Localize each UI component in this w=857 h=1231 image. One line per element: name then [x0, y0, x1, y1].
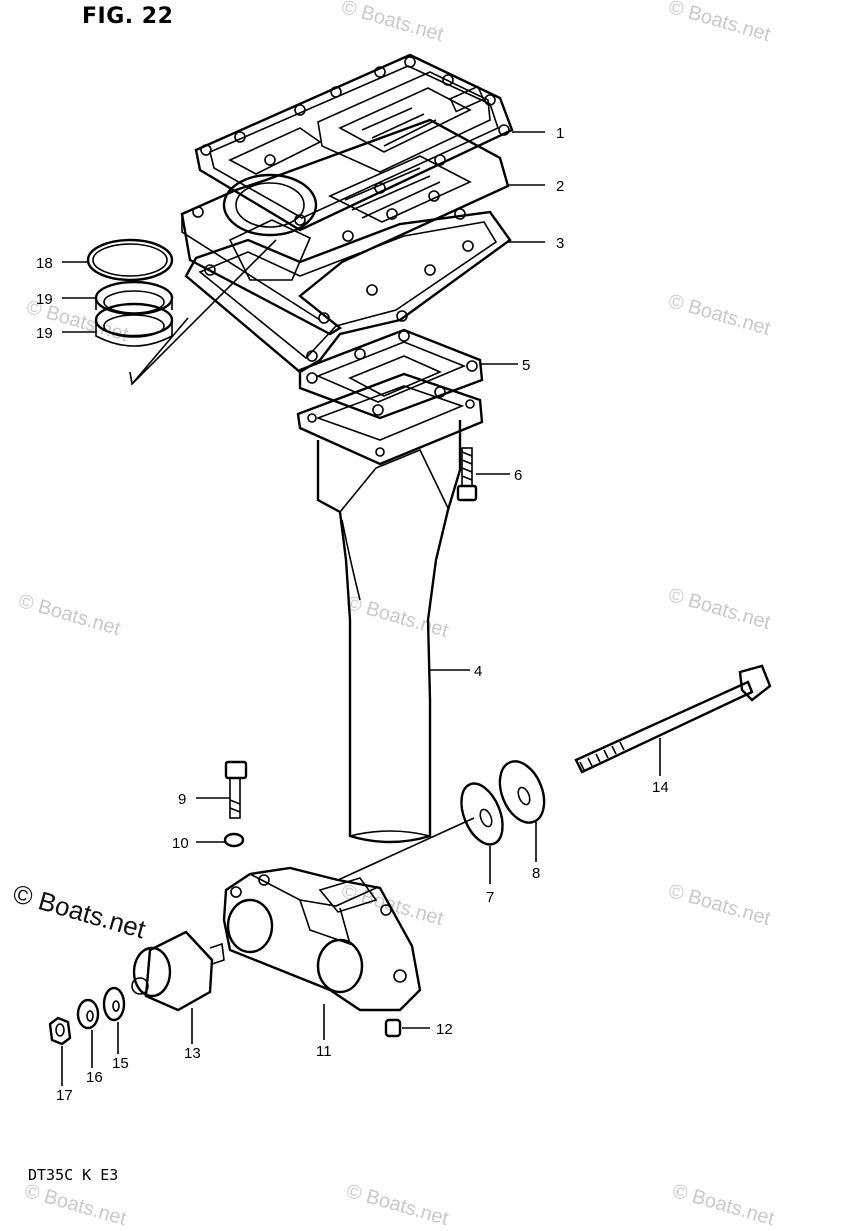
callout-19a: 19 [36, 291, 53, 308]
callout-8: 8 [532, 865, 540, 882]
callout-1: 1 [556, 125, 564, 142]
parts-diagram-page: © Boats.net © Boats.net © Boats.net © Bo… [10, 0, 777, 1230]
callout-11: 11 [316, 1043, 332, 1060]
callout-10: 10 [172, 835, 189, 852]
part-18-o-ring [86, 238, 174, 282]
callout-7: 7 [486, 889, 494, 906]
part-1-gasket [194, 53, 514, 232]
part-13-rubber-mount [131, 930, 225, 1012]
callout-18: 18 [36, 255, 53, 272]
callout-2: 2 [556, 178, 564, 195]
part-10-washer [223, 832, 245, 848]
seal-location-leader [129, 239, 277, 386]
callout-15: 15 [112, 1055, 129, 1072]
exploded-view-drawing: 1 2 3 4 5 6 7 8 9 10 11 12 13 14 15 16 1… [36, 53, 772, 1104]
part-17-nut [48, 1016, 72, 1046]
callout-12: 12 [436, 1021, 453, 1038]
part-7-washer [460, 782, 504, 846]
part-2-plate [180, 118, 510, 336]
callout-13: 13 [184, 1045, 201, 1062]
callout-5: 5 [522, 357, 530, 374]
part-3-gasket [184, 210, 512, 374]
part-14-long-bolt [574, 664, 772, 774]
figure-title: FIG. 22 [82, 4, 174, 29]
part-16-washer [76, 998, 100, 1030]
callout-14: 14 [652, 779, 669, 796]
part-12-pin [384, 1018, 402, 1038]
leader-lines [61, 131, 661, 1086]
callout-3: 3 [556, 235, 564, 252]
callout-labels: 1 2 3 4 5 6 7 8 9 10 11 12 13 14 15 16 1… [36, 125, 669, 1104]
part-5-gasket [298, 328, 484, 420]
part-11-mount-bracket [222, 817, 475, 1012]
part-19-seal-lower [94, 302, 174, 347]
callout-4: 4 [474, 663, 482, 680]
part-4-exhaust-tube [296, 372, 484, 844]
callout-6: 6 [514, 467, 522, 484]
part-8-washer [498, 760, 546, 824]
part-9-bolt [224, 760, 248, 819]
part-6-bolt [456, 447, 478, 502]
model-code: DT35C K E3 [28, 1166, 119, 1184]
callout-17: 17 [56, 1087, 73, 1104]
callout-9: 9 [178, 791, 186, 808]
callout-16: 16 [86, 1069, 103, 1086]
callout-19b: 19 [36, 325, 53, 342]
part-15-washer [102, 986, 126, 1022]
